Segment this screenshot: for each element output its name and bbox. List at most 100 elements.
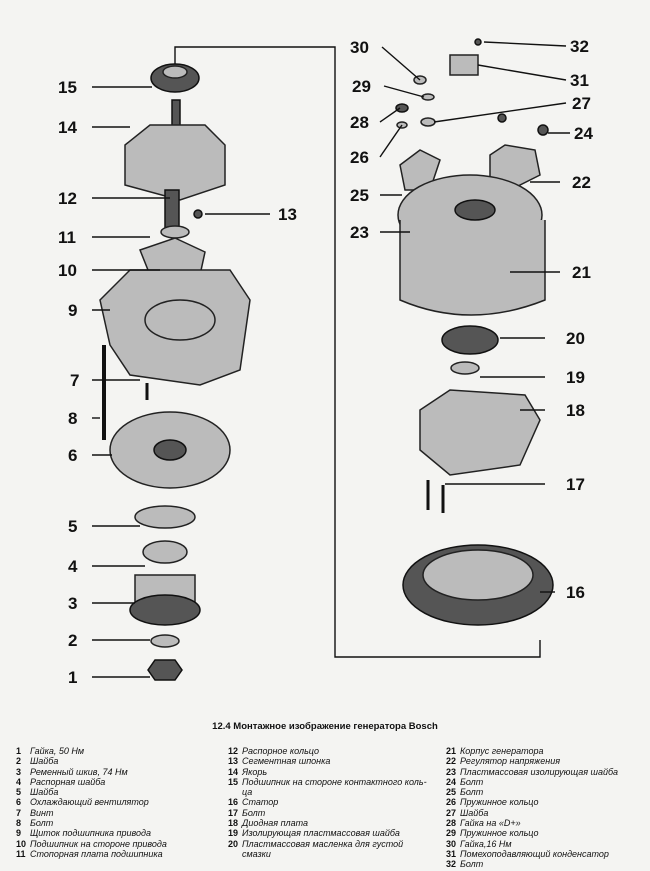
legend-text: Винт xyxy=(30,807,54,818)
legend-text: Распорное кольцо xyxy=(242,746,319,756)
legend-text: Помехоподавляющий конденсатор xyxy=(460,848,609,859)
legend-text: Подшипник на стороне контактного коль- xyxy=(242,776,427,787)
exploded-diagram: 1234567891011121314151617181920212223242… xyxy=(58,37,593,687)
legend-item: смазки xyxy=(228,849,427,859)
legend-text: Корпус генератора xyxy=(460,746,544,756)
leader-line-26 xyxy=(379,124,403,158)
callout-14: 14 xyxy=(58,118,77,137)
legend-text: Болт xyxy=(30,818,54,829)
legend-text: Болт xyxy=(242,807,266,818)
legend-text: Пружинное кольцо xyxy=(460,828,539,839)
callout-19: 19 xyxy=(566,368,585,387)
part-pulley-3 xyxy=(129,574,201,626)
legend-number: 17 xyxy=(228,807,239,818)
callout-18: 18 xyxy=(566,401,585,420)
callout-7: 7 xyxy=(70,371,79,390)
legend-text: Сегментная шпонка xyxy=(242,756,331,767)
callout-21: 21 xyxy=(572,263,591,282)
legend-text: Якорь xyxy=(242,766,268,777)
callout-15: 15 xyxy=(58,78,77,97)
legend-item: ца xyxy=(228,787,427,797)
callout-23: 23 xyxy=(350,223,369,242)
legend-text: Гайка,16 Нм xyxy=(460,838,512,849)
callout-28: 28 xyxy=(350,113,369,132)
legend-text: Регулятор напряжения xyxy=(460,756,561,767)
callout-22: 22 xyxy=(572,173,591,192)
legend-text: Диодная плата xyxy=(242,818,309,829)
part-spacer-12 xyxy=(160,225,190,239)
callout-8: 8 xyxy=(68,409,77,428)
figure-caption: 12.4 Монтажное изображение генератора Bo… xyxy=(212,721,438,732)
leader-line-31 xyxy=(477,64,567,81)
legend-item: 11 Стопорная плата подшипника xyxy=(16,849,167,859)
callout-27: 27 xyxy=(572,94,591,113)
legend-text: Гайка на «D+» xyxy=(460,818,521,829)
legend-text: Гайка, 50 Нм xyxy=(30,746,85,756)
part-stator-16 xyxy=(402,544,554,626)
part-rotor-14 xyxy=(124,99,226,231)
legend-text: Изолирующая пластмассовая шайба xyxy=(242,828,400,839)
callout-32: 32 xyxy=(570,37,589,56)
part-diode-plate-18 xyxy=(419,389,541,476)
legend-text: ца xyxy=(242,787,253,798)
callout-10: 10 xyxy=(58,261,77,280)
legend-text: Шайба xyxy=(460,807,489,818)
part-bearing-15 xyxy=(150,63,200,93)
legend-text: Стопорная плата подшипника xyxy=(30,848,163,859)
legend-number: 21 xyxy=(446,746,457,756)
callout-17: 17 xyxy=(566,475,585,494)
legend-number: 16 xyxy=(228,797,239,808)
legend-number: 6 xyxy=(16,797,22,808)
callout-20: 20 xyxy=(566,329,585,348)
callout-31: 31 xyxy=(570,71,589,90)
part-washer-5 xyxy=(134,505,196,529)
part-insulator-23 xyxy=(399,149,441,191)
part-capacitor-31 xyxy=(449,54,479,76)
legend-number: 19 xyxy=(228,828,239,839)
legend-text: Подшипник на стороне привода xyxy=(30,838,167,849)
part-washer-19 xyxy=(450,361,480,375)
legend-number: 2 xyxy=(16,756,22,767)
legend-number: 30 xyxy=(446,838,457,849)
legend-text: Распорная шайба xyxy=(30,776,106,787)
leader-line-27 xyxy=(433,102,567,123)
legend-number: 7 xyxy=(16,807,22,818)
legend-number: 26 xyxy=(446,797,457,808)
callout-4: 4 xyxy=(68,557,78,576)
part-nut-1 xyxy=(147,659,183,681)
part-bolt-32 xyxy=(474,38,482,46)
legend-text: Ременный шкив, 74 Нм xyxy=(30,766,128,777)
legend-number: 11 xyxy=(16,848,26,859)
legend-number: 12 xyxy=(228,746,239,756)
legend-number: 27 xyxy=(446,807,457,818)
legend-number: 24 xyxy=(446,776,457,787)
legend-number: 3 xyxy=(16,766,22,777)
legend-number: 18 xyxy=(228,818,239,829)
callout-11: 11 xyxy=(58,228,76,247)
legend-number: 32 xyxy=(446,859,457,870)
callout-9: 9 xyxy=(68,301,77,320)
legend-text: Болт xyxy=(460,859,484,870)
leader-line-30 xyxy=(381,46,421,81)
part-fan-6 xyxy=(109,411,231,489)
